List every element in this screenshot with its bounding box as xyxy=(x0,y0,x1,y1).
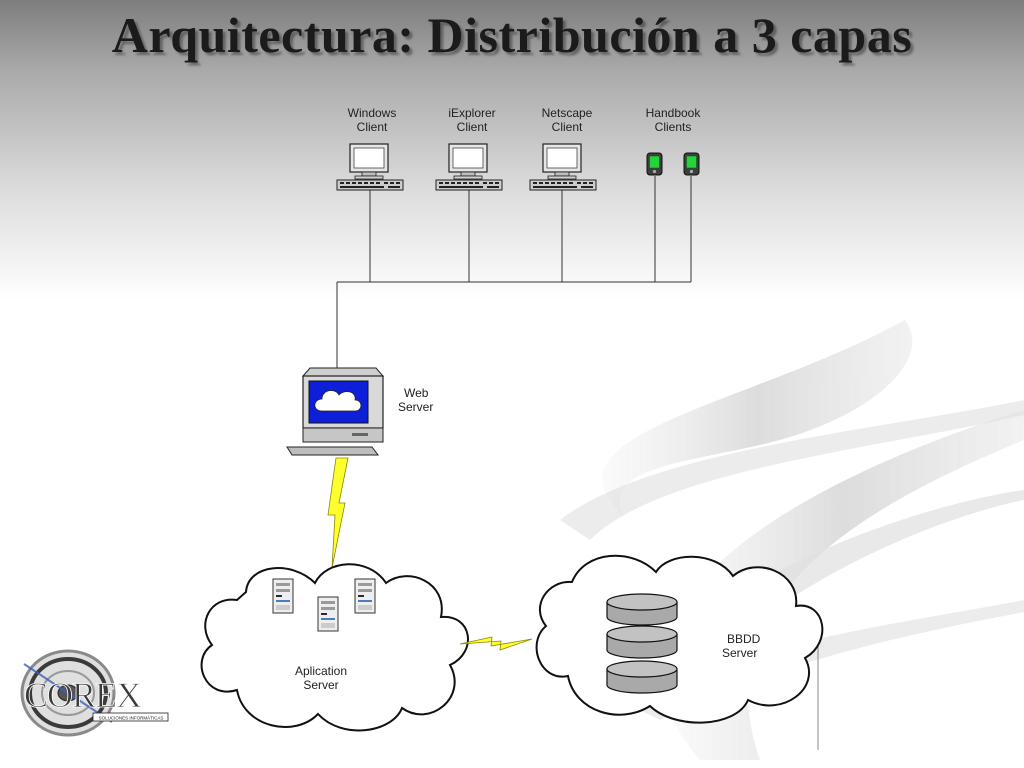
desktop-computer-icon xyxy=(435,143,503,191)
handheld-device-icon xyxy=(646,152,663,176)
lightning-link-icon xyxy=(459,636,533,651)
db-server-label-line1: BBDD xyxy=(727,632,761,646)
client-label-iexplorer-line2: Client xyxy=(457,120,488,134)
client-label-iexplorer-line1: iExplorer xyxy=(448,106,495,120)
cloud-icon xyxy=(200,563,469,732)
handheld-device-icon xyxy=(683,152,700,176)
client-label-netscape-line2: Client xyxy=(552,120,583,134)
client-label-windows-line2: Client xyxy=(357,120,388,134)
server-tower-icon xyxy=(272,578,294,614)
cloud-icon xyxy=(535,554,824,724)
corex-logo: COREX SOLUCIONES INFORMÁTICAS xyxy=(20,649,169,737)
database-stack-icon xyxy=(606,593,678,694)
web-server-computer-icon xyxy=(286,367,385,456)
corex-logo-tagline: SOLUCIONES INFORMÁTICAS xyxy=(99,715,164,721)
app-server-label-line1: Aplication xyxy=(295,664,347,678)
client-label-handbook-line1: Handbook xyxy=(646,106,702,120)
lightning-link-icon xyxy=(327,457,349,569)
app-server-label-line2: Server xyxy=(303,678,338,692)
db-server-label-line2: Server xyxy=(722,646,757,660)
corex-logo-text: COREX xyxy=(24,675,142,715)
web-server-label-line2: Server xyxy=(398,400,433,414)
desktop-computer-icon xyxy=(336,143,404,191)
server-tower-icon xyxy=(354,578,376,614)
web-server-label-line1: Web xyxy=(404,386,429,400)
client-label-netscape-line1: Netscape xyxy=(542,106,593,120)
slide-title: Arquitectura: Distribución a 3 capas xyxy=(111,7,913,63)
client-label-handbook-line2: Clients xyxy=(655,120,692,134)
desktop-computer-icon xyxy=(529,143,597,191)
client-label-windows-line1: Windows xyxy=(348,106,397,120)
server-tower-icon xyxy=(317,596,339,632)
